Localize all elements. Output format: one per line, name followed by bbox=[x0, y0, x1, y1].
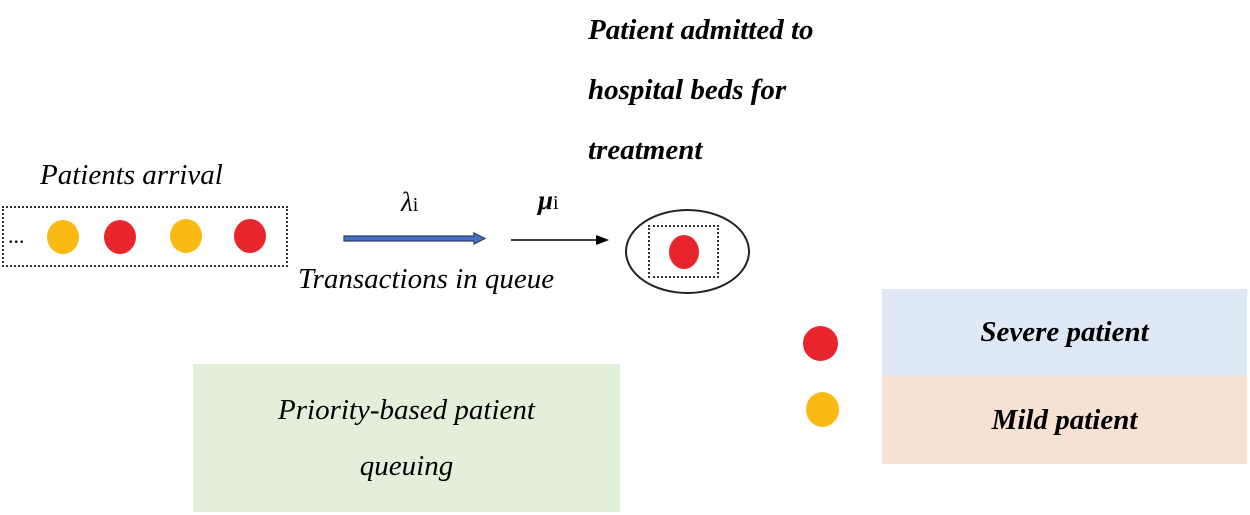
transactions-in-queue-label: Transactions in queue bbox=[298, 263, 555, 295]
hospital-ellipse bbox=[625, 209, 750, 294]
priority-line-1: Priority-based patient bbox=[278, 394, 535, 426]
priority-line-2: queuing bbox=[359, 450, 454, 482]
queue-patient-severe bbox=[104, 220, 136, 254]
legend-severe-dot bbox=[803, 326, 838, 361]
admitted-patient-severe bbox=[669, 235, 699, 269]
queue-patient-mild bbox=[47, 220, 79, 254]
lambda-subscript: i bbox=[412, 194, 419, 216]
lambda-symbol: λ bbox=[401, 187, 413, 217]
priority-queuing-box: Priority-based patient queuing bbox=[193, 364, 620, 512]
legend-mild-label: Mild patient bbox=[882, 376, 1247, 464]
patients-arrival-label: Patients arrival bbox=[40, 159, 223, 191]
legend-severe-label: Severe patient bbox=[882, 289, 1247, 376]
queue-patient-mild bbox=[170, 219, 202, 253]
mu-subscript: i bbox=[553, 192, 559, 214]
arrival-rate-label: λi bbox=[401, 187, 418, 220]
service-arrow bbox=[511, 235, 609, 245]
queue-patient-severe bbox=[234, 219, 266, 253]
arrival-arrow bbox=[343, 232, 487, 245]
patient-queue-box bbox=[2, 206, 288, 267]
queue-ellipsis: ... bbox=[8, 223, 25, 248]
legend-mild-dot bbox=[806, 392, 839, 427]
service-rate-label: μi bbox=[538, 185, 559, 218]
admitted-caption: Patient admitted to hospital beds for tr… bbox=[588, 0, 888, 180]
mu-symbol: μ bbox=[538, 185, 554, 215]
admitted-line-2: hospital beds for bbox=[588, 74, 787, 106]
hospital-bed-box bbox=[648, 225, 719, 278]
admitted-line-1: Patient admitted to bbox=[588, 14, 814, 46]
admitted-line-3: treatment bbox=[588, 134, 703, 166]
